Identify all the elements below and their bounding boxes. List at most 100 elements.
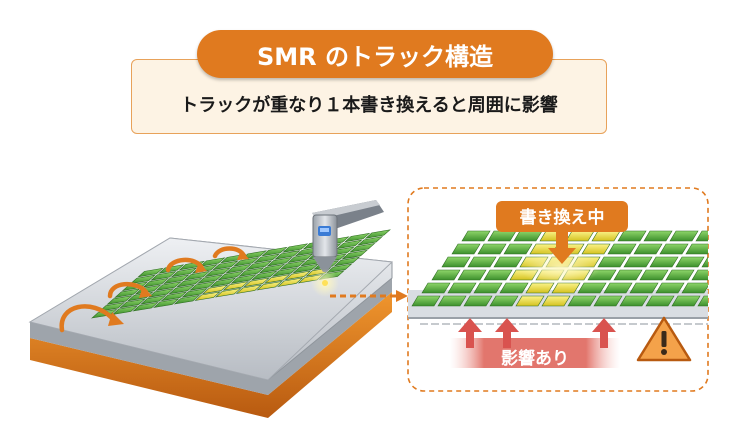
track-block — [281, 243, 309, 253]
zoom-block — [421, 282, 451, 294]
zoom-block — [499, 282, 529, 294]
track-block — [356, 236, 384, 246]
zoom-block — [623, 256, 653, 268]
zoom-block — [645, 295, 675, 307]
zoom-block — [617, 230, 647, 242]
zoom-block — [738, 244, 750, 254]
writing-label: 書き換え中 — [496, 201, 628, 232]
zoom-block — [607, 243, 637, 255]
track-block — [142, 278, 169, 288]
track-block-writing — [202, 284, 229, 295]
track-block — [176, 277, 203, 288]
zoom-block — [473, 282, 503, 294]
track-block-writing — [235, 284, 263, 294]
connector-arrowhead — [396, 290, 408, 302]
track-block — [183, 271, 211, 281]
track-block — [238, 267, 265, 277]
zoom-block — [451, 243, 481, 255]
track-block — [336, 239, 363, 250]
track-block — [251, 270, 278, 281]
writing-label-text: 書き換え中 — [520, 207, 605, 228]
zoom-block — [577, 282, 607, 294]
track-block — [266, 257, 293, 267]
zoom-block — [603, 282, 633, 294]
track-block-writing — [222, 281, 250, 291]
track-block — [173, 294, 201, 305]
track-block — [147, 288, 175, 298]
zoom-block — [681, 282, 708, 294]
write-head-icon — [311, 200, 384, 297]
zoom-block — [613, 269, 643, 281]
zoom-block — [718, 270, 746, 280]
zoom-block — [629, 282, 659, 294]
track-block — [204, 267, 231, 278]
zoom-block — [619, 295, 649, 307]
zoom-block-writing — [541, 295, 571, 307]
zoom-block — [671, 295, 701, 307]
track-block-writing — [264, 274, 291, 284]
track-block — [232, 257, 260, 267]
track-block-writing — [243, 277, 270, 288]
track-block — [129, 274, 156, 285]
track-block-writing — [256, 280, 283, 291]
track-block — [209, 277, 237, 288]
zoom-block — [431, 269, 461, 281]
zoom-block — [489, 295, 519, 307]
track-block — [292, 263, 319, 274]
track-block — [364, 229, 391, 239]
affected-label: 影響あり — [501, 348, 569, 369]
zoom-block — [665, 269, 695, 281]
track-block-writing — [277, 277, 304, 287]
track-block — [225, 264, 252, 274]
zoom-block — [593, 295, 623, 307]
zoom-block — [728, 257, 750, 267]
zoom-block — [639, 269, 669, 281]
zoom-block — [691, 269, 708, 281]
arrowheads — [108, 250, 249, 326]
track-block — [253, 253, 280, 264]
zoom-block — [447, 282, 477, 294]
track-block — [119, 298, 146, 309]
track-block — [261, 246, 288, 257]
track-block — [153, 298, 180, 308]
zoom-block — [493, 256, 523, 268]
zoom-block — [675, 256, 705, 268]
zoom-block — [461, 230, 491, 242]
warning-icon — [636, 316, 692, 362]
page-title: SMR のトラック構造 — [256, 42, 493, 71]
track-block — [230, 274, 257, 284]
track-block — [168, 284, 195, 295]
up-arrow-icon — [458, 318, 616, 348]
zoom-block — [503, 243, 533, 255]
track-block — [189, 281, 216, 291]
zoom-block — [463, 295, 493, 307]
affected-bar — [450, 338, 620, 368]
subtitle: トラックが重なり１本書き換えると周囲に影響 — [180, 95, 558, 116]
track-block — [137, 267, 164, 278]
track-block — [160, 291, 188, 302]
track-block — [140, 295, 167, 305]
track-block — [199, 257, 226, 267]
track-block — [181, 288, 208, 298]
track-block — [132, 301, 159, 312]
track-block — [155, 281, 182, 291]
zoom-block — [437, 295, 467, 307]
zoom-block — [669, 230, 699, 242]
zoom-block — [655, 282, 685, 294]
track-block — [217, 270, 244, 281]
zoom-block — [441, 256, 471, 268]
zoom-block-writing — [515, 295, 545, 307]
track-block — [333, 256, 361, 267]
zoom-block — [483, 269, 513, 281]
track-block — [170, 267, 198, 278]
zoom-block — [633, 243, 663, 255]
track-block — [274, 250, 301, 260]
track-block — [196, 274, 224, 284]
zoom-block — [411, 295, 441, 307]
track-block — [245, 260, 273, 271]
zoom-block — [567, 295, 597, 307]
zoom-block-writing — [581, 243, 611, 255]
zoom-block — [659, 243, 689, 255]
track-block — [326, 263, 353, 274]
